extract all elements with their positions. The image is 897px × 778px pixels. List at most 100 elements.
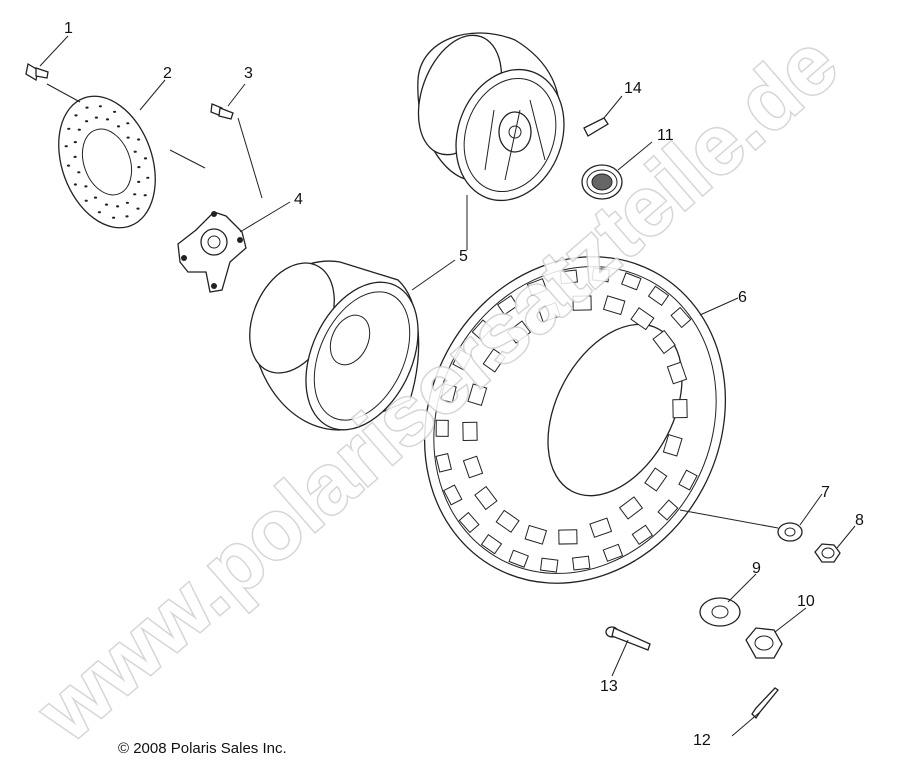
disc-hole: [94, 116, 98, 119]
part-14-pin: [583, 117, 609, 137]
callout-6: 6: [738, 289, 747, 306]
tread-block: [644, 467, 668, 492]
disc-hole: [104, 203, 109, 206]
tread-block: [621, 272, 642, 291]
callout-12: 12: [693, 732, 711, 749]
tread-block: [652, 329, 676, 355]
tread-block: [526, 278, 548, 297]
part-2-brake-disc: [58, 95, 156, 229]
disc-hole: [137, 166, 141, 169]
tread-block: [495, 509, 520, 533]
tread-block: [672, 398, 688, 419]
tread-block: [462, 421, 478, 442]
disc-hole: [84, 199, 88, 202]
disc-hole: [143, 157, 148, 160]
tread-block: [440, 383, 457, 404]
tread-block: [467, 383, 488, 406]
disc-hole: [133, 150, 137, 153]
tread-block: [602, 295, 626, 316]
tread-block: [558, 529, 578, 545]
disc-hole: [85, 120, 89, 123]
tread-block: [537, 302, 561, 323]
disc-hole: [73, 155, 77, 158]
tread-block: [631, 524, 653, 545]
tread-block: [666, 361, 688, 385]
tread-block: [443, 484, 463, 506]
disc-hole: [67, 127, 71, 130]
callout-1: 1: [64, 20, 73, 37]
callout-10: 10: [797, 593, 815, 610]
part-9-washer: [699, 597, 741, 627]
disc-hole: [126, 122, 130, 125]
tread-block: [480, 534, 503, 555]
disc-hole: [116, 125, 121, 128]
part-11-bearing: [581, 164, 623, 200]
copyright-notice: © 2008 Polaris Sales Inc.: [118, 740, 287, 757]
disc-hole: [125, 215, 129, 218]
disc-hole: [97, 211, 101, 214]
tread-block: [618, 496, 644, 520]
disc-hole: [146, 176, 150, 179]
part-1-bolt: [25, 62, 49, 82]
callout-13: 13: [600, 678, 618, 695]
tread-block: [462, 455, 484, 479]
disc-hole: [116, 205, 120, 208]
disc-hole: [136, 207, 140, 210]
tread-block: [435, 453, 453, 473]
tread-block: [572, 295, 592, 311]
callout-9: 9: [752, 560, 761, 577]
part-8-nut: [814, 543, 841, 563]
disc-hole: [125, 201, 129, 204]
tread-block: [524, 524, 548, 545]
tread-block: [678, 469, 698, 491]
disc-hole: [84, 185, 88, 188]
callout-11: 11: [657, 127, 674, 144]
tread-block: [602, 543, 624, 562]
part-5-rim-upper: [417, 32, 565, 202]
disc-hole: [74, 114, 78, 117]
tread-block: [572, 555, 591, 571]
tread-block: [506, 320, 532, 344]
part-10-nut: [745, 627, 783, 659]
tread-block: [591, 267, 611, 283]
callout-4: 4: [294, 191, 303, 208]
disc-hole: [105, 118, 110, 121]
callout-3: 3: [244, 65, 253, 82]
tread-block: [662, 434, 683, 457]
callout-8: 8: [855, 512, 864, 529]
tread-block: [657, 499, 679, 521]
part-7-washer: [777, 522, 803, 542]
part-13-stud: [605, 626, 651, 651]
callout-7: 7: [821, 484, 830, 501]
part-3-bolt: [210, 103, 234, 120]
part-4-hub: [177, 211, 247, 293]
tread-block: [471, 319, 493, 341]
part-12-cotter-pin: [751, 687, 779, 720]
disc-hole: [73, 141, 77, 144]
tread-block: [670, 306, 692, 329]
disc-hole: [143, 194, 147, 197]
part-6-tire: [423, 256, 727, 584]
disc-hole: [73, 183, 77, 186]
disc-hole: [137, 180, 141, 183]
tread-block: [435, 419, 449, 437]
tread-block: [458, 511, 480, 534]
disc-hole: [126, 136, 130, 139]
tread-block: [539, 557, 559, 573]
tread-block: [589, 517, 613, 538]
disc-hole: [77, 128, 81, 131]
tread-block: [508, 549, 529, 568]
tread-block: [647, 285, 670, 306]
disc-hole: [64, 145, 68, 148]
tread-block: [497, 295, 519, 316]
callouts: 1 2 3 4 5 6 7 8 9 10 11 12 13 14: [64, 20, 864, 749]
tread-block: [630, 307, 655, 331]
disc-hole: [133, 193, 137, 196]
disc-hole: [77, 171, 81, 174]
disc-hole: [113, 110, 117, 113]
callout-2: 2: [163, 65, 172, 82]
tread-block: [474, 485, 498, 511]
disc-hole: [93, 196, 98, 199]
disc-hole: [98, 105, 102, 108]
